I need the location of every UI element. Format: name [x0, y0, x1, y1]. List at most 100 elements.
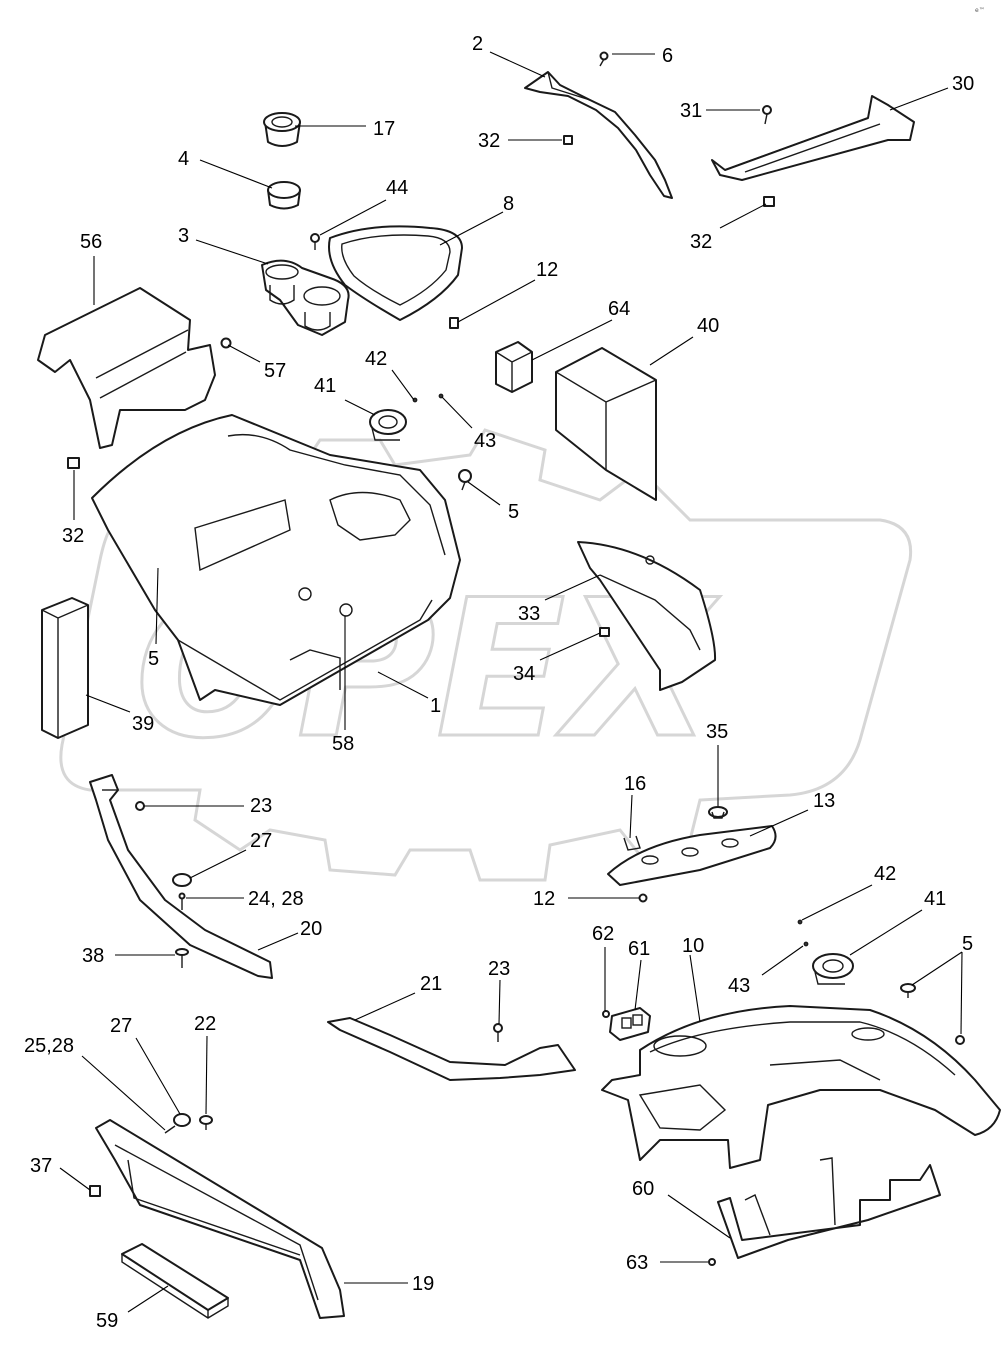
part-clip-12-b — [638, 893, 648, 903]
part-pin-42-a — [412, 397, 418, 403]
part-plug-35 — [708, 806, 728, 819]
part-screw-6 — [599, 51, 609, 67]
part-fastener-38 — [175, 948, 189, 968]
callout-37: 37 — [30, 1155, 52, 1177]
part-fastener-5-c — [900, 983, 916, 998]
callout-63: 63 — [626, 1252, 648, 1274]
part-screw-44 — [310, 233, 320, 250]
callout-41b: 41 — [924, 888, 946, 910]
part-foam-block-64 — [495, 341, 533, 393]
callout-31: 31 — [680, 100, 702, 122]
part-screw-31 — [762, 105, 772, 125]
part-console-10 — [601, 1005, 1001, 1169]
part-a-pillar-trim — [524, 71, 673, 199]
callout-21: 21 — [420, 973, 442, 995]
callout-44: 44 — [386, 177, 408, 199]
callout-1: 1 — [430, 695, 441, 717]
callout-43b: 43 — [728, 975, 750, 997]
part-clip-37 — [89, 1185, 101, 1197]
part-clip-34 — [599, 627, 610, 637]
part-side-trim-33 — [577, 541, 717, 691]
part-bracket-60 — [717, 1157, 941, 1259]
part-cup-holder-3 — [261, 259, 350, 336]
callout-33: 33 — [518, 603, 540, 625]
callout-27b: 27 — [110, 1015, 132, 1037]
part-foam-59 — [121, 1243, 229, 1319]
callout-32a: 32 — [478, 130, 500, 152]
callout-64: 64 — [608, 298, 630, 320]
callout-42a: 42 — [365, 348, 387, 370]
callout-59: 59 — [96, 1310, 118, 1332]
part-speaker-41-a — [369, 409, 407, 441]
corner-mark: e™ — [975, 7, 985, 14]
part-fastener-22 — [199, 1115, 213, 1130]
callout-20: 20 — [300, 918, 322, 940]
callout-35: 35 — [706, 721, 728, 743]
part-screw-63 — [708, 1258, 716, 1266]
part-console-1 — [91, 414, 461, 706]
part-clip-32-a — [563, 135, 573, 145]
callout-16: 16 — [624, 773, 646, 795]
part-screw-25-28 — [164, 1125, 176, 1134]
callout-58: 58 — [332, 733, 354, 755]
callout-30: 30 — [952, 73, 974, 95]
callout-12a: 12 — [536, 259, 558, 281]
callout-56: 56 — [80, 231, 102, 253]
part-clip-32-c — [67, 457, 80, 469]
part-foam-block-40 — [555, 347, 657, 501]
part-fastener-5-a — [458, 469, 472, 491]
part-frame-19 — [95, 1119, 345, 1319]
part-clip-32-b — [763, 196, 775, 207]
part-cup-ring-4 — [267, 181, 301, 210]
part-clip-12-a — [449, 317, 459, 329]
callout-12b: 12 — [533, 888, 555, 910]
callout-13: 13 — [813, 790, 835, 812]
callout-32c: 32 — [62, 525, 84, 547]
callout-8: 8 — [503, 193, 514, 215]
callout-61: 61 — [628, 938, 650, 960]
part-screw-23-a — [135, 801, 145, 811]
part-speaker-41-b — [812, 953, 854, 985]
callout-10: 10 — [682, 935, 704, 957]
callout-4: 4 — [178, 148, 189, 170]
callout-19: 19 — [412, 1273, 434, 1295]
callout-5a: 5 — [508, 501, 519, 523]
callout-41a: 41 — [314, 375, 336, 397]
part-clip-16 — [623, 835, 641, 851]
part-foam-39 — [41, 597, 89, 739]
callout-32b: 32 — [690, 231, 712, 253]
callout-43a: 43 — [474, 430, 496, 452]
callout-5c: 5 — [962, 933, 973, 955]
callout-22: 22 — [194, 1013, 216, 1035]
callout-60: 60 — [632, 1178, 654, 1200]
part-trim-strip-20 — [89, 774, 273, 979]
part-tray-8 — [328, 225, 463, 321]
part-sill-plate-30 — [711, 95, 915, 181]
callout-40: 40 — [697, 315, 719, 337]
callout-25-28: 25,28 — [24, 1035, 74, 1057]
callout-2: 2 — [472, 33, 483, 55]
callout-3: 3 — [178, 225, 189, 247]
part-screw-24-28 — [178, 892, 186, 910]
part-clip-62 — [602, 1010, 610, 1018]
part-fastener-5-d — [955, 1035, 965, 1045]
callout-62: 62 — [592, 923, 614, 945]
part-bracket-56 — [37, 287, 216, 449]
part-screw-23-b — [493, 1023, 503, 1042]
part-grommet-27-b — [173, 1113, 191, 1127]
callout-labels: 1 2 3 4 5 5 5 6 8 10 12 12 13 16 17 19 2… — [24, 33, 974, 1332]
callout-34: 34 — [513, 663, 535, 685]
part-grommet-27-a — [172, 873, 192, 887]
callout-39: 39 — [132, 713, 154, 735]
part-cup-insert-17 — [263, 112, 301, 147]
callout-17: 17 — [373, 118, 395, 140]
leader-lines — [59, 51, 963, 1313]
callout-57: 57 — [264, 360, 286, 382]
callout-23b: 23 — [488, 958, 510, 980]
callout-38: 38 — [82, 945, 104, 967]
callout-6: 6 — [662, 45, 673, 67]
part-switch-bezel-61 — [609, 1007, 651, 1041]
part-trim-21 — [327, 1017, 576, 1081]
